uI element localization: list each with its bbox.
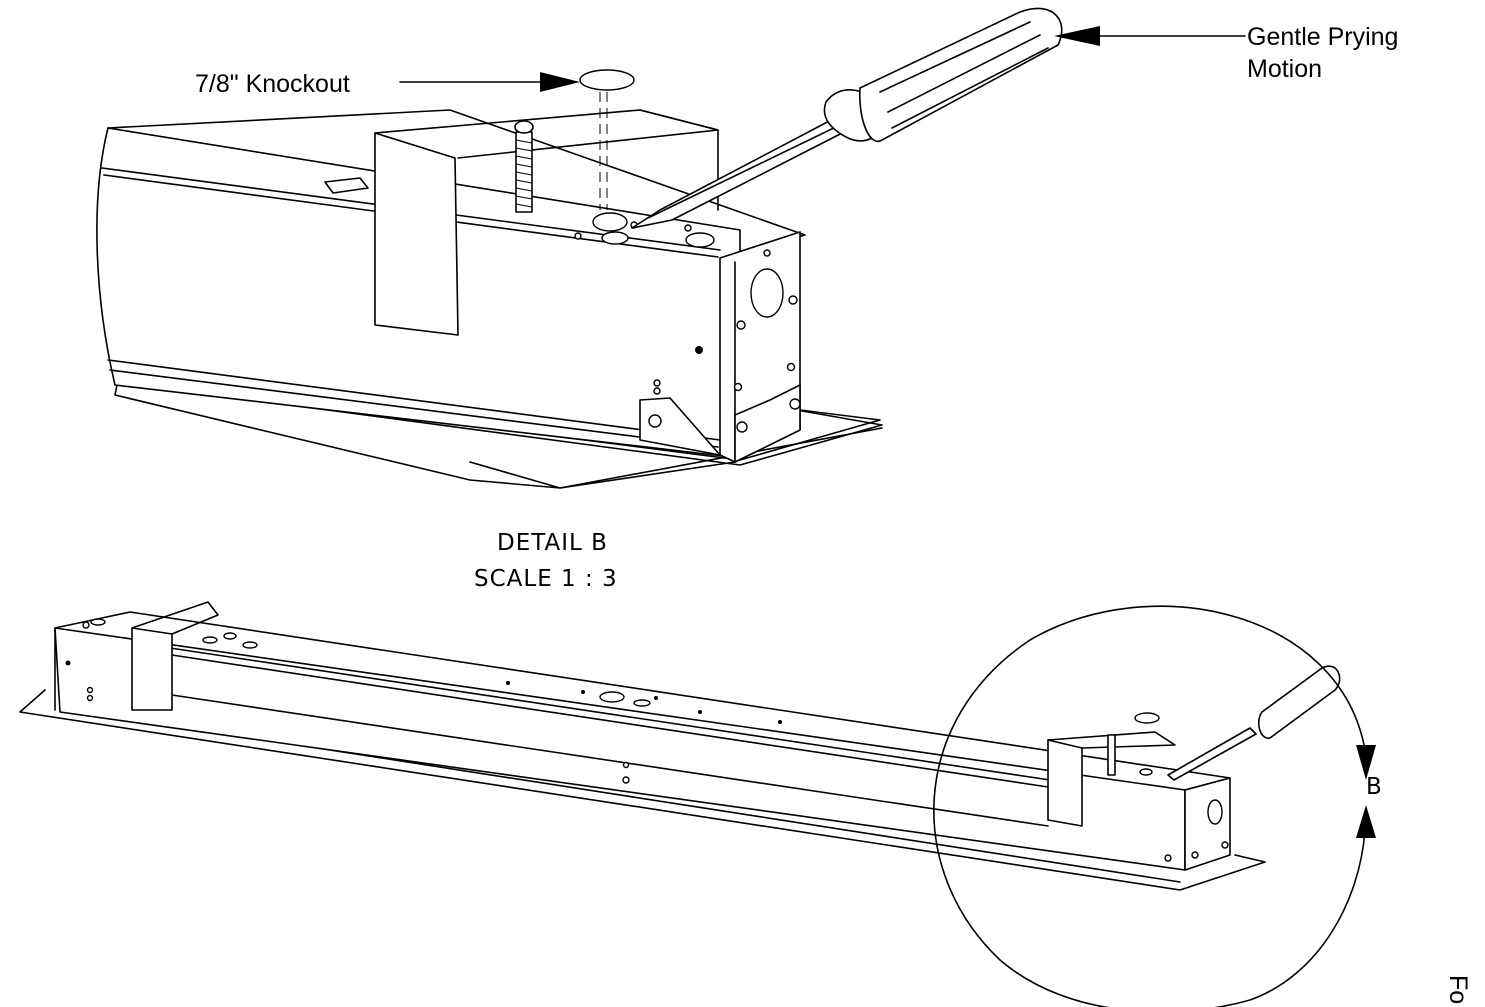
knockout-callout: 7/8" Knockout [195,70,580,98]
detail-b-circle [933,605,1366,1007]
detail-title: DETAIL B [497,530,608,556]
end-knockout [750,268,784,318]
screwdriver [631,7,1063,229]
full-flange [19,689,1266,891]
arrow-down-icon [1356,745,1376,780]
knockout-label: 7/8" Knockout [195,70,350,98]
prying-callout: Gentle Prying Motion [1054,23,1398,83]
prying-label-line2: Motion [1247,55,1322,83]
knockout-slug [579,69,635,91]
arrow-right-icon [540,72,580,92]
detail-scale: SCALE 1 : 3 [474,566,618,592]
arrow-up-icon [1356,805,1376,838]
full-fixture-view: B [19,601,1383,1007]
edge-text: Fo [1444,975,1472,1004]
arrow-left-icon [1054,26,1100,46]
full-view-screwdriver [1167,665,1341,781]
detail-b-enlarged-view [96,7,1063,489]
full-housing [54,627,1186,871]
mounting-bracket [374,132,459,336]
prying-label-line1: Gentle Prying [1247,23,1398,51]
detail-marker: B [1366,774,1383,800]
